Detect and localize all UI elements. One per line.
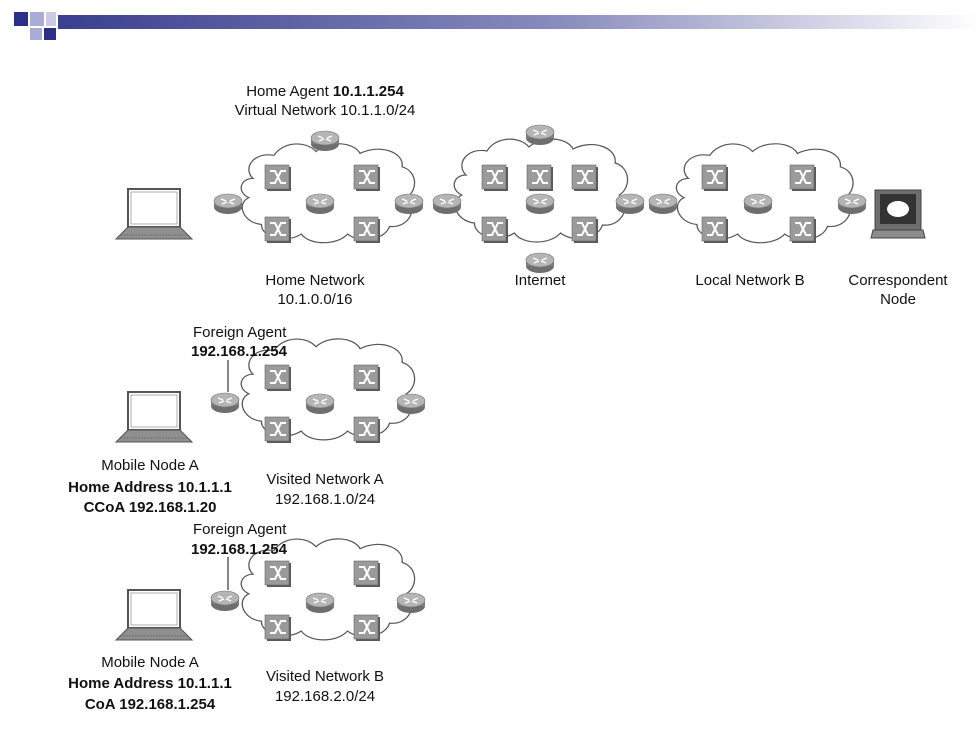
home-network-subnet: 10.1.0.0/16 [277, 291, 353, 308]
router-icon [396, 393, 426, 415]
switch-icon [571, 216, 599, 244]
mobile-node-b-home-address: Home Address 10.1.1.1 [68, 675, 232, 692]
accent-square [30, 28, 42, 40]
mobile-node-b-label: Mobile Node A [101, 654, 199, 671]
correspondent-node-label-2: Node [880, 291, 916, 308]
home-network-label: Home Network [265, 272, 365, 289]
switch-icon [353, 416, 381, 444]
home-agent-address: 10.1.1.254 [332, 83, 404, 100]
home-agent-router-icon [310, 130, 340, 152]
foreign-agent-a-address: 192.168.1.254 [191, 343, 287, 360]
router-icon [305, 592, 335, 614]
switch-icon [353, 216, 381, 244]
router-icon [432, 193, 462, 215]
visited-network-a-subnet: 192.168.1.0/24 [274, 491, 376, 508]
router-icon [213, 193, 243, 215]
accent-square [46, 12, 56, 26]
switch-icon [264, 560, 292, 588]
switch-icon [481, 164, 509, 192]
router-icon [525, 252, 555, 274]
virtual-network-label: Virtual Network 10.1.1.0/24 [234, 102, 416, 119]
accent-square [14, 12, 28, 26]
switch-icon [789, 216, 817, 244]
router-icon [396, 592, 426, 614]
switch-icon [264, 614, 292, 642]
foreign-agent-b-address: 192.168.1.254 [191, 541, 287, 558]
foreign-agent-router-icon [210, 590, 240, 612]
switch-icon [264, 216, 292, 244]
switch-icon [571, 164, 599, 192]
accent-square [30, 12, 44, 26]
switch-icon [264, 416, 292, 444]
switch-icon [264, 164, 292, 192]
switch-icon [701, 216, 729, 244]
foreign-agent-b-label: Foreign Agent [193, 521, 287, 538]
router-icon [525, 193, 555, 215]
switch-icon [481, 216, 509, 244]
router-icon [394, 193, 424, 215]
router-icon [837, 193, 867, 215]
router-icon [525, 124, 555, 146]
internet-label: Internet [514, 272, 566, 289]
foreign-agent-a-label: Foreign Agent [193, 324, 287, 341]
mobile-node-b-coa: CoA 192.168.1.254 [84, 696, 216, 713]
laptop-icon [115, 188, 193, 240]
switch-icon [353, 364, 381, 392]
visited-network-a-label: Visited Network A [266, 471, 384, 488]
switch-icon [353, 614, 381, 642]
router-icon [743, 193, 773, 215]
switch-icon [353, 164, 381, 192]
router-icon [648, 193, 678, 215]
router-icon [305, 393, 335, 415]
router-icon [305, 193, 335, 215]
switch-icon [526, 164, 554, 192]
accent-square [44, 28, 56, 40]
switch-icon [353, 560, 381, 588]
local-network-b-label: Local Network B [695, 272, 805, 289]
correspondent-node-label: Correspondent [848, 272, 948, 289]
switch-icon [264, 364, 292, 392]
slide-title-bar [14, 12, 980, 40]
mobile-node-a-ccoa: CCoA 192.168.1.20 [83, 499, 217, 516]
laptop-icon [115, 589, 193, 641]
switch-icon [701, 164, 729, 192]
mobile-node-a-home-address: Home Address 10.1.1.1 [68, 479, 232, 496]
switch-icon [789, 164, 817, 192]
home-agent-label: Home Agent 10.1.1.254 [246, 83, 404, 100]
visited-network-b-subnet: 192.168.2.0/24 [274, 688, 376, 705]
foreign-agent-router-icon [210, 392, 240, 414]
router-icon [615, 193, 645, 215]
correspondent-computer-icon [870, 189, 926, 239]
mobile-node-a-label: Mobile Node A [101, 457, 199, 474]
laptop-icon [115, 391, 193, 443]
visited-network-b-label: Visited Network B [265, 668, 385, 685]
